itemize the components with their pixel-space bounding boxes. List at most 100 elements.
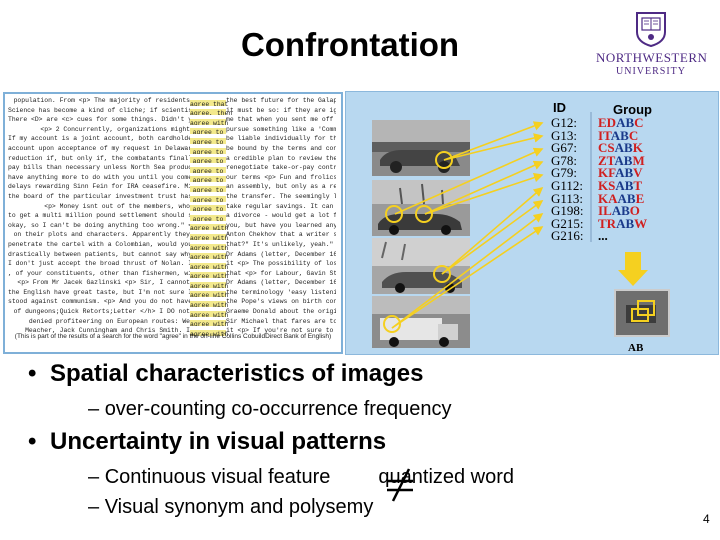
left-context: If my account is a joint account, both c… (8, 134, 190, 144)
concordance-row: There <D> are <c> cues for some things. … (8, 115, 342, 125)
right-context: that <p> for Labour, Gavin Strang, the S… (226, 269, 336, 279)
page-number: 4 (703, 512, 710, 526)
concordance-row: delays rewarding Sinn Fein for IRA cease… (8, 182, 342, 192)
concordance-row: the board of the particular investment t… (8, 192, 342, 202)
keyword-highlight: agree that (190, 100, 226, 106)
left-context: of dungeons;Quick Retorts;Letter </h> I … (8, 307, 190, 317)
id-column-header: ID (553, 100, 566, 115)
keyword-highlight: agree to (190, 196, 226, 202)
concordance-row: account upon acceptance of my request in… (8, 144, 342, 154)
right-context: renegotiate take-or-pay contracts with B… (226, 163, 336, 173)
concordance-row: pay bills than necessary unless North Se… (8, 163, 342, 173)
left-context: on their plots and characters. Apparentl… (8, 230, 190, 240)
slide-title: Confrontation (160, 26, 540, 64)
group-id: G216: (551, 230, 584, 243)
left-context: to get a multi million pound settlement … (8, 211, 190, 221)
right-context: Graeme Donald about the origin of the wo… (226, 307, 336, 317)
sub-bullet-synonym: – Visual synonym and polysemy (88, 496, 373, 519)
left-context: I don't just accept the broad thrust of … (8, 259, 190, 269)
sub-bullet-text: Visual synonym and polysemy (105, 496, 374, 518)
right-context: be liable individually for the entire am… (226, 134, 336, 144)
right-context: the Pope's views on birth control in ord… (226, 297, 336, 307)
confrontation-figure: population. From <p> The majority of res… (3, 88, 719, 356)
right-context: be bound by the terms and conditions of … (226, 144, 336, 154)
left-context: the board of the particular investment t… (8, 192, 190, 202)
sub-bullet-continuous: – Continuous visual featurequantized wor… (88, 466, 514, 489)
concordance-row: <p> Money isnt out of the members, whoag… (8, 202, 342, 212)
right-context: Sir Michael that fares are too high. But (226, 317, 336, 327)
concordance-row: stood against communism. <p> And you do … (8, 297, 342, 307)
right-context: our terms <p> Fun and frolics with Kornp… (226, 173, 336, 183)
group-column: EDABCITABCCSABKZTABMKFABVKSABTKAABEILABO… (598, 117, 647, 243)
keyword-highlight: agree with (190, 263, 226, 269)
left-context: denied profiteering on European routes: … (8, 317, 190, 327)
logo-name: NORTHWESTERN (596, 50, 706, 66)
concordance-rows: population. From <p> The majority of res… (8, 96, 342, 336)
right-context: it <p> The possibility of losing the vot… (226, 259, 336, 269)
right-context: Dr Adams (letter, December 16; see also (226, 250, 336, 260)
bullet-uncertainty: •Uncertainty in visual patterns (28, 428, 386, 456)
left-context: <p> From Mr Jacek Gazlinski <p> Sir, I c… (8, 278, 190, 288)
result-label: AB (628, 342, 643, 354)
left-context: delays rewarding Sinn Fein for IRA cease… (8, 182, 190, 192)
left-context: penetrate the cartel with a Colombian, w… (8, 240, 190, 250)
right-context: that?" It's unlikely, yeah." About as li… (226, 240, 336, 250)
sub-bullet-overcounting: – over-counting co-occurrence frequency (88, 398, 452, 421)
sub-bullet-text: Continuous visual feature (105, 466, 331, 488)
right-context: Anton Chekhov that a writer should not j… (226, 230, 336, 240)
bullet-spatial: •Spatial characteristics of images (28, 360, 424, 388)
sub-bullet-text: over-counting co-occurrence frequency (105, 398, 452, 420)
concordance-row: of dungeons;Quick Retorts;Letter </h> I … (8, 307, 342, 317)
keyword-highlight: agree to (190, 148, 226, 154)
right-context: an assembly, but only as a result of all… (226, 182, 336, 192)
bullet-dot: • (28, 428, 50, 456)
concordance-row: on their plots and characters. Apparentl… (8, 230, 342, 240)
keyword-highlight: agree with (190, 119, 226, 125)
keyword-highlight: agree with (190, 282, 226, 288)
left-context: , of your constituents, other than fishe… (8, 269, 190, 279)
concordance-row: the English have great taste, but I'm no… (8, 288, 342, 298)
bullet-text: Uncertainty in visual patterns (50, 428, 386, 455)
bullet-text: Spatial characteristics of images (50, 360, 424, 387)
left-context: There <D> are <c> cues for some things. … (8, 115, 190, 125)
right-context: me that when you sent me off for mine?" … (226, 115, 336, 125)
right-context: take regular savings. It can be as littl… (226, 202, 336, 212)
concordance-row: reduction if, but only if, the combatant… (8, 154, 342, 164)
seal-icon (633, 10, 669, 48)
concordance-row: have anything more to do with you until … (8, 173, 342, 183)
right-context: the terminology 'easy listening', the wa… (226, 288, 336, 298)
right-context: it must be so: if they are ignorant, we … (226, 106, 336, 116)
concordance-panel: population. From <p> The majority of res… (3, 92, 343, 354)
matched-pattern-thumbnail (614, 289, 670, 337)
keyword-highlight: agree to (190, 215, 226, 221)
left-context: stood against communism. <p> And you do … (8, 297, 190, 307)
right-context: Dr Adams (letter, December 16; see also (226, 278, 336, 288)
left-context: <p> Money isnt out of the members, who (8, 202, 190, 212)
right-context: the best future for the Galapagos island… (226, 96, 336, 106)
image-group-panel: ID Group G12:G13:G67:G78:G79:G112:G113:G… (345, 91, 719, 355)
university-logo: NORTHWESTERN UNIVERSITY (596, 10, 706, 80)
not-equal-icon (381, 463, 421, 503)
left-context: the English have great taste, but I'm no… (8, 288, 190, 298)
left-context: population. From <p> The majority of res… (8, 96, 190, 106)
concordance-row: If my account is a joint account, both c… (8, 134, 342, 144)
bullet-dot: • (28, 360, 50, 388)
concordance-row: penetrate the cartel with a Colombian, w… (8, 240, 342, 250)
concordance-row: to get a multi million pound settlement … (8, 211, 342, 221)
concordance-row: Science has become a kind of cliche; if … (8, 106, 342, 116)
right-context: you, but have you learned anything durin… (226, 221, 336, 231)
right-context: a divorce - would get a lot for her mone… (226, 211, 336, 221)
left-context: drastically between patients, but cannot… (8, 250, 190, 260)
left-context: <p> 2 Concurrently, organizations might (8, 125, 190, 135)
concordance-caption: (This is part of the results of a search… (5, 333, 341, 340)
concordance-row: , of your constituents, other than fishe… (8, 269, 342, 279)
id-column: G12:G13:G67:G78:G79:G112:G113:G198:G215:… (551, 117, 584, 243)
concordance-row: okay, so I can't be doing anything too w… (8, 221, 342, 231)
right-context: a credible plan to review the federal de… (226, 154, 336, 164)
right-context: the transfer. The seemingly less importa… (226, 192, 336, 202)
group-letters: ... (598, 230, 647, 243)
logo-subtitle: UNIVERSITY (596, 66, 706, 77)
concordance-row: denied profiteering on European routes: … (8, 317, 342, 327)
keyword-highlight: agree to (190, 167, 226, 173)
concordance-row: drastically between patients, but cannot… (8, 250, 342, 260)
